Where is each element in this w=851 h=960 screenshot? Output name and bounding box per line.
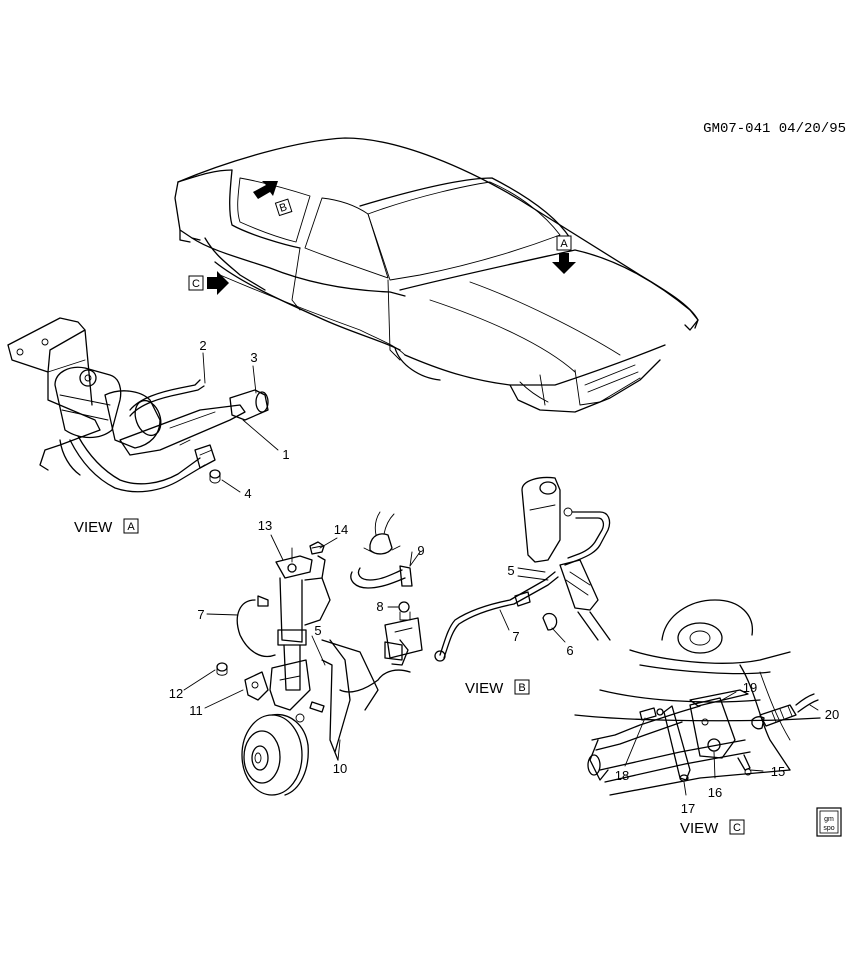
marker-a: A (552, 235, 576, 274)
view-b-caption: VIEW B (465, 679, 530, 697)
callout-1: 1 (282, 447, 289, 462)
callout-9: 9 (417, 543, 424, 558)
marker-c-label: C (192, 278, 200, 290)
callout-14: 14 (334, 522, 348, 537)
callout-17: 17 (681, 801, 695, 816)
marker-b: B (253, 181, 293, 217)
view-b-label: VIEW (465, 680, 504, 697)
callout-13: 13 (258, 518, 272, 533)
callout-2: 2 (199, 338, 206, 353)
view-a-label: VIEW (74, 519, 113, 536)
callout-6: 6 (566, 643, 573, 658)
strut-drawing (183, 534, 411, 796)
callout-5b: 5 (507, 563, 514, 578)
marker-b-label: B (278, 201, 289, 215)
drawing-reference: GM07-041 04/20/95 (703, 121, 846, 137)
view-b-letter: B (518, 682, 525, 694)
callout-18: 18 (615, 768, 629, 783)
callout-10: 10 (333, 761, 347, 776)
view-c-label: VIEW (680, 820, 719, 837)
callout-3: 3 (250, 350, 257, 365)
callout-19: 19 (743, 680, 757, 695)
callout-7a: 7 (197, 607, 204, 622)
view-a-drawing (7, 317, 279, 493)
callout-12: 12 (169, 686, 183, 701)
gm-spo-logo: gm spo (816, 807, 842, 837)
car-body (174, 137, 699, 413)
view-c-drawing (574, 599, 821, 796)
view-a-letter: A (127, 521, 135, 533)
callout-11: 11 (189, 703, 203, 718)
callout-15: 15 (771, 764, 785, 779)
callout-16: 16 (708, 785, 722, 800)
view-a-caption: VIEW A (74, 518, 139, 536)
marker-a-label: A (560, 238, 568, 250)
marker-c: C (188, 271, 229, 295)
svg-text:spo: spo (823, 825, 834, 832)
view-b-drawing (350, 476, 611, 666)
view-c-letter: C (733, 822, 741, 834)
callout-20: 20 (825, 707, 839, 722)
callout-8: 8 (376, 599, 383, 614)
callout-5a: 5 (314, 623, 321, 638)
svg-text:gm: gm (824, 816, 834, 823)
callout-4: 4 (244, 486, 251, 501)
view-c-caption: VIEW C (680, 819, 745, 837)
callout-7b: 7 (512, 629, 519, 644)
